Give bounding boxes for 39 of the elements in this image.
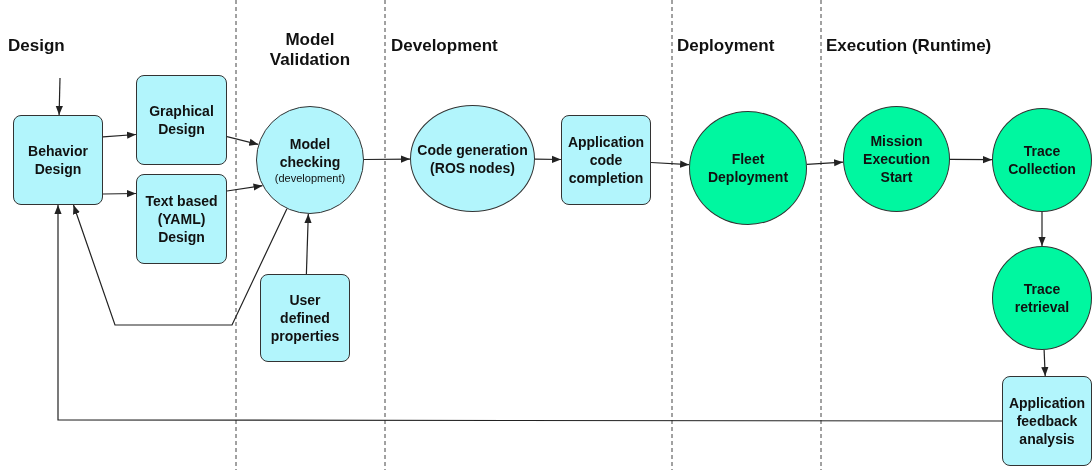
- arrow: [1041, 349, 1049, 377]
- arrow: [304, 213, 312, 275]
- arrow: [102, 190, 137, 198]
- phase-heading: Design: [8, 36, 65, 56]
- arrow: [72, 204, 288, 326]
- node-label: Behavior Design: [27, 142, 89, 178]
- process-box: [13, 115, 103, 205]
- process-box: [136, 75, 227, 165]
- arrow: [102, 131, 137, 139]
- node-label: Code generation (ROS nodes): [416, 140, 529, 177]
- node-label: Trace retrieval: [1013, 280, 1071, 316]
- arrow: [1038, 211, 1046, 247]
- arrow: [226, 183, 264, 192]
- arrow: [806, 159, 844, 167]
- phase-heading: Model Validation: [268, 30, 352, 70]
- node-label: User defined properties: [269, 291, 341, 345]
- node-label: Model checking: [278, 135, 342, 171]
- process-box: [136, 174, 227, 264]
- node-label: Trace Collection: [1007, 142, 1077, 178]
- node-label: Mission Execution Start: [862, 132, 931, 186]
- phase-heading: Development: [391, 36, 498, 56]
- arrow: [55, 77, 63, 116]
- node-label: Application code completion: [566, 133, 646, 187]
- node-label: Application feedback analysis: [1007, 394, 1087, 448]
- arrow: [363, 155, 411, 163]
- arrow: [534, 155, 562, 163]
- arrow: [226, 136, 259, 146]
- phase-heading: Execution (Runtime): [826, 36, 992, 56]
- process-box: [1002, 376, 1092, 466]
- process-box: [260, 274, 350, 362]
- arrow: [650, 160, 690, 168]
- phase-heading: Deployment: [677, 36, 775, 56]
- arrow: [949, 156, 993, 164]
- node-label: Text based (YAML) Design: [144, 192, 219, 246]
- node-label: (development): [274, 171, 346, 185]
- process-box: [561, 115, 651, 205]
- node-label: Graphical Design: [148, 102, 215, 138]
- node-label: Fleet Deployment: [706, 150, 790, 186]
- arrow: [54, 204, 1003, 422]
